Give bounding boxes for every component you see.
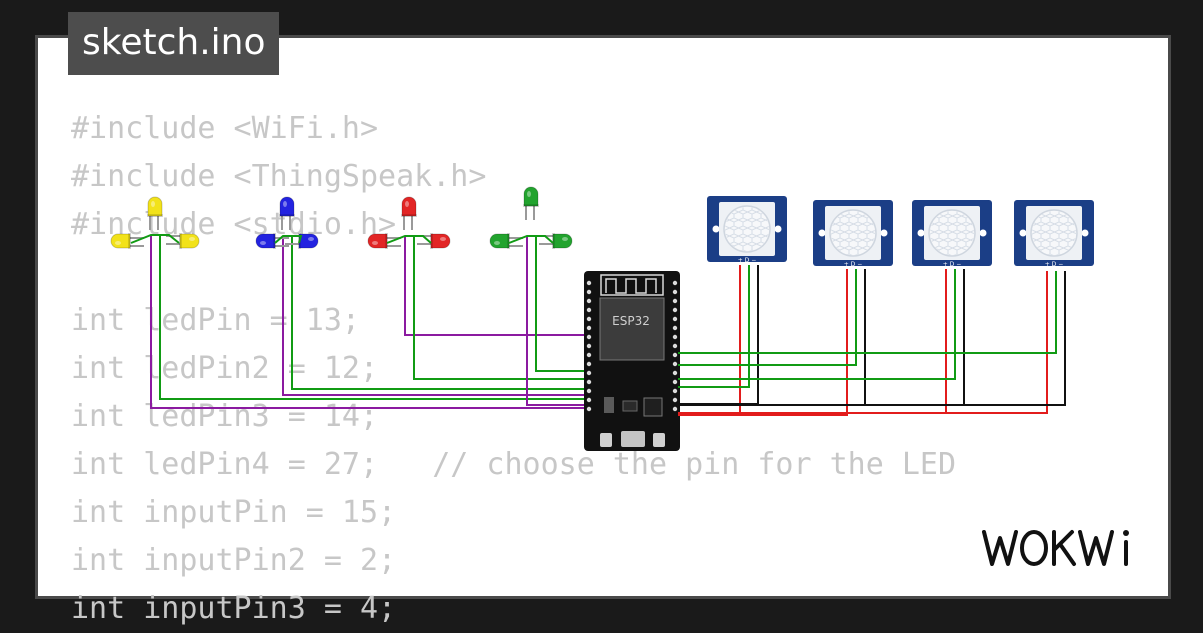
code-line: #include <ThingSpeak.h> — [71, 159, 487, 194]
esp32-board: ESP32 — [584, 271, 680, 451]
code-line: int ledPin4 = 27; // choose the pin for … — [71, 447, 957, 482]
circuit-diagram: + D − — [110, 186, 1095, 451]
code-line: int inputPin3 = 4; — [71, 591, 397, 626]
sensor-wires — [678, 265, 1066, 416]
code-editor: #include <WiFi.h> #include <ThingSpeak.h>… — [71, 105, 956, 633]
code-line: int ledPin3 = 14; — [71, 399, 379, 434]
led-group-red — [367, 196, 451, 250]
pir-sensor-1 — [706, 195, 788, 265]
pir-sensor-2 — [812, 199, 894, 269]
preview-card: #include <WiFi.h> #include <ThingSpeak.h>… — [35, 35, 1171, 626]
led-group-blue — [255, 196, 319, 250]
code-line: #include <WiFi.h> — [71, 111, 379, 146]
pir-sensor-3 — [911, 199, 993, 269]
board-label: ESP32 — [612, 314, 650, 328]
file-tab[interactable]: sketch.ino — [68, 12, 280, 75]
led-wires — [150, 235, 588, 409]
pir-sensor-4 — [1013, 199, 1095, 269]
code-line: int ledPin = 13; — [71, 303, 360, 338]
code-line: int inputPin = 15; — [71, 495, 397, 530]
code-line: int inputPin2 = 2; — [71, 543, 397, 578]
led-group-yellow — [110, 196, 200, 250]
code-line: int ledPin2 = 12; — [71, 351, 379, 386]
wokwi-logo — [982, 530, 1129, 566]
led-group-green — [489, 186, 573, 250]
